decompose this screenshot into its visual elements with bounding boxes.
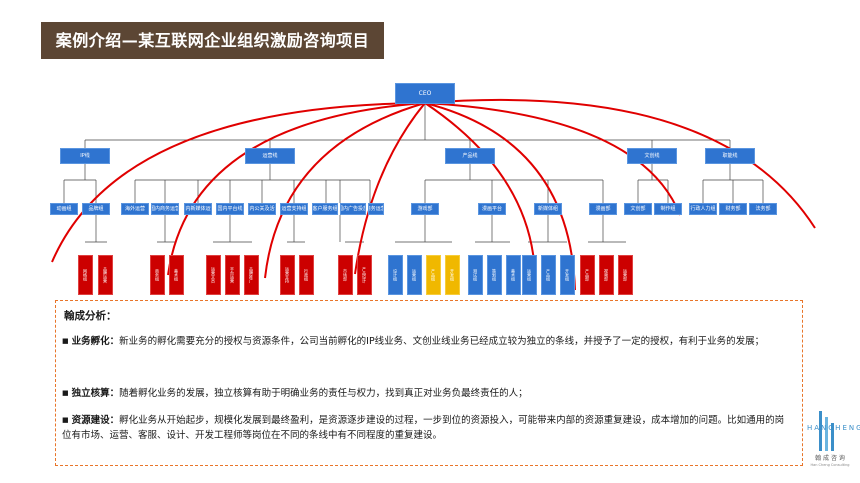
line-wenchuang: 文创线 — [627, 148, 677, 164]
sub-unit: 新媒体组 — [534, 203, 562, 215]
sub-unit: 国内公关及活动 — [248, 203, 276, 215]
sub-unit: 国内平台线 — [216, 203, 244, 215]
leaf-unit: 视频部 — [599, 255, 614, 295]
line-ip: IP线 — [60, 148, 110, 164]
sub-unit: 财务部 — [719, 203, 747, 215]
logo-mark-icon — [819, 411, 834, 451]
line-product: 产品线 — [445, 148, 495, 164]
leaf-unit: 运营部 — [618, 255, 633, 295]
leaf-unit: 商务组 — [150, 255, 165, 295]
leaf-unit: 平台运营 — [225, 255, 240, 295]
sub-unit: 行政人力组 — [689, 203, 717, 215]
sub-unit: IP商务运营组 — [368, 203, 384, 215]
leaf-unit: 运营组 — [407, 255, 422, 295]
sub-unit: 漫画平台 — [478, 203, 506, 215]
leaf-unit: 开发组 — [445, 255, 460, 295]
logo-cn: 翰 成 咨 询 — [815, 455, 845, 462]
analysis-term: 业务孵化： — [71, 336, 120, 347]
analysis-term: 独立核算： — [71, 388, 120, 399]
sub-unit: 法务部 — [749, 203, 777, 215]
analysis-item-incubation: ■业务孵化：新业务的孵化需要充分的授权与资源条件，公司当前孵化的IP线业务、文创… — [62, 334, 792, 349]
sub-unit: 制作组 — [654, 203, 682, 215]
leaf-unit: 设计组 — [388, 255, 403, 295]
bullet-icon: ■ — [62, 337, 69, 345]
sub-unit: 游戏部 — [411, 203, 439, 215]
sub-unit: 文创部 — [624, 203, 652, 215]
leaf-unit: 运营组 — [522, 255, 537, 295]
analysis-item-resources: ■资源建设：孵化业务从开始起步，规模化发展到最终盈利，是资源逐步建设的过程，一步… — [62, 413, 792, 443]
logo-en: Han Cheng Consulting — [810, 463, 850, 467]
sub-unit: 国内广告投放 — [340, 203, 366, 215]
leaf-unit: 品牌推广 — [244, 255, 259, 295]
leaf-unit: 品牌运营 — [98, 255, 113, 295]
leaf-unit: 美术组 — [169, 255, 184, 295]
analysis-text: 新业务的孵化需要充分的授权与资源条件，公司当前孵化的IP线业务、文创业线业务已经… — [119, 336, 765, 347]
analysis-text: 孵化业务从开始起步，规模化发展到最终盈利，是资源逐步建设的过程，一步到位的资源投… — [62, 415, 785, 441]
leaf-unit: 美术组 — [506, 255, 521, 295]
analysis-text: 随着孵化业务的发展，独立核算有助于明确业务的责任与权力，找到真正对业务负最终责任… — [119, 388, 528, 399]
leaf-unit: 运营文员 — [206, 255, 221, 295]
leaf-unit: 市场部 — [338, 255, 353, 295]
sub-unit: 漫画部 — [589, 203, 617, 215]
bullet-icon: ■ — [62, 389, 69, 397]
analysis-term: 资源建设： — [71, 415, 120, 426]
leaf-unit: 产品设计 — [357, 255, 372, 295]
leaf-unit: 开发组 — [560, 255, 575, 295]
leaf-unit: 测试组 — [468, 255, 483, 295]
leaf-unit: 产品组 — [541, 255, 556, 295]
logo-wordmark: HANCHENG — [807, 424, 860, 432]
leaf-unit: 策划组 — [487, 255, 502, 295]
org-chart-connectors — [51, 98, 816, 293]
page-title: 案例介绍—某互联网企业组织激励咨询项目 — [41, 22, 384, 59]
sub-unit: 国内新媒体运营 — [184, 203, 212, 215]
analysis-panel: 翰成分析： ■业务孵化：新业务的孵化需要充分的授权与资源条件，公司当前孵化的IP… — [55, 300, 803, 466]
leaf-unit: 产品部 — [580, 255, 595, 295]
bullet-icon: ■ — [62, 416, 69, 424]
line-operations: 运营线 — [245, 148, 295, 164]
hancheng-logo: HANCHENG 翰 成 咨 询 Han Cheng Consulting — [807, 411, 860, 473]
sub-unit: 品牌组 — [82, 203, 110, 215]
sub-unit: 客户服务组 — [312, 203, 338, 215]
sub-unit: 国内商务运营 — [151, 203, 179, 215]
ceo-box: CEO — [395, 83, 455, 104]
line-function: 职能线 — [705, 148, 755, 164]
leaf-unit: 行政组 — [299, 255, 314, 295]
leaf-unit: 运营支持 — [280, 255, 295, 295]
incentive-arcs — [51, 98, 816, 293]
analysis-item-accounting: ■独立核算：随着孵化业务的发展，独立核算有助于明确业务的责任与权力，找到真正对业… — [62, 386, 792, 401]
leaf-unit: 产品组 — [426, 255, 441, 295]
sub-unit: 动画组 — [50, 203, 78, 215]
sub-unit: 运营支持组 — [280, 203, 308, 215]
analysis-title: 翰成分析： — [64, 310, 117, 322]
leaf-unit: 网络组 — [78, 255, 93, 295]
sub-unit: 海外运营 — [121, 203, 149, 215]
